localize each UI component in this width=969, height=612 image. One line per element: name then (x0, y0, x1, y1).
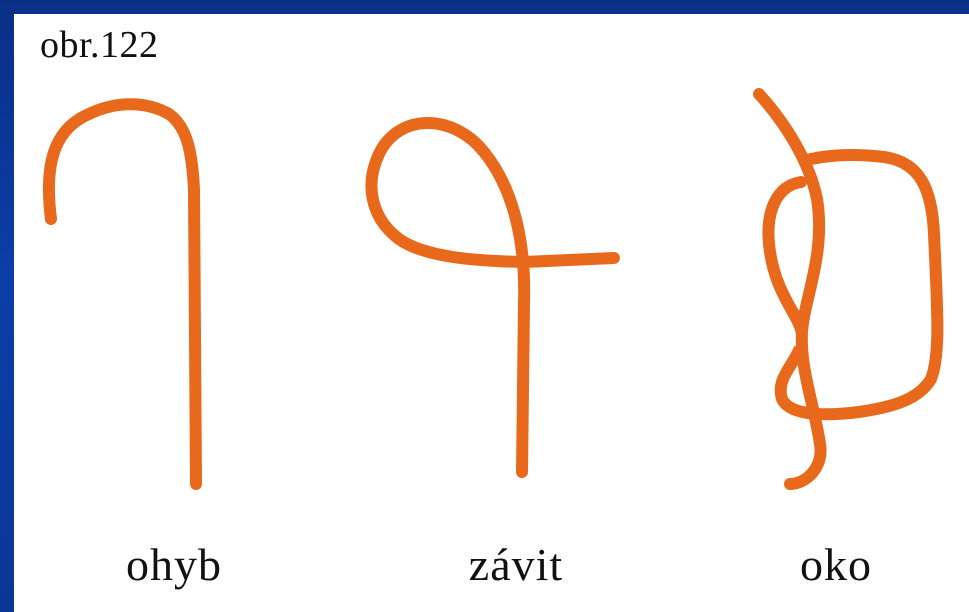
rope-ohyb (49, 104, 196, 484)
knot-diagram (14, 14, 969, 612)
caption-oko: oko (736, 542, 936, 588)
rope-oko-loop (768, 155, 937, 414)
knot-ohyb-drawing (49, 104, 196, 484)
figure-panel: obr.122 ohyb závit oko (14, 14, 969, 612)
caption-zavit: závit (416, 542, 616, 588)
caption-ohyb: ohyb (74, 542, 274, 588)
rope-oko-main (759, 94, 821, 484)
rope-zavit (372, 123, 614, 472)
knot-zavit-drawing (372, 123, 614, 472)
knot-oko-drawing (759, 94, 937, 484)
